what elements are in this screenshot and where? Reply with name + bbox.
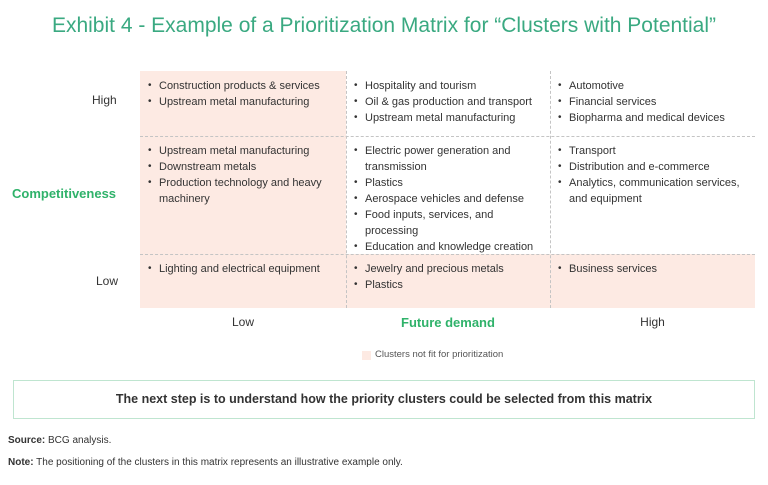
x-axis-high-label: High [640, 315, 665, 329]
cluster-item: Aerospace vehicles and defense [354, 191, 544, 207]
row-divider [140, 254, 755, 255]
matrix-cell: TransportDistribution and e-commerceAnal… [550, 136, 755, 254]
cluster-list: TransportDistribution and e-commerceAnal… [558, 143, 749, 207]
cluster-item: Education and knowledge creation [354, 239, 544, 255]
x-axis-low-label: Low [231, 315, 254, 329]
cluster-item: Upstream metal manufacturing [148, 143, 340, 159]
matrix-cell: Upstream metal manufacturingDownstream m… [140, 136, 346, 254]
callout-box: The next step is to understand how the p… [13, 380, 755, 419]
cluster-item: Oil & gas production and transport [354, 94, 544, 110]
cluster-item: Upstream metal manufacturing [354, 110, 544, 126]
note-text: The positioning of the clusters in this … [33, 457, 403, 468]
cluster-list: Construction products & servicesUpstream… [148, 78, 340, 110]
cluster-item: Distribution and e-commerce [558, 159, 749, 175]
cluster-list: Electric power generation and transmissi… [354, 143, 544, 255]
matrix-cell: Business services [550, 254, 755, 308]
cluster-item: Plastics [354, 175, 544, 191]
cluster-list: Upstream metal manufacturingDownstream m… [148, 143, 340, 207]
matrix-cell: Electric power generation and transmissi… [346, 136, 550, 255]
cluster-item: Production technology and heavy machiner… [148, 175, 340, 207]
legend-swatch [362, 351, 371, 360]
cluster-item: Jewelry and precious metals [354, 261, 544, 277]
column-divider [346, 71, 347, 308]
y-axis-high-label: High [92, 93, 117, 107]
cluster-item: Business services [558, 261, 749, 277]
cluster-item: Lighting and electrical equipment [148, 261, 340, 277]
cluster-item: Construction products & services [148, 78, 340, 94]
source-note: Source: BCG analysis. [8, 435, 111, 446]
cluster-list: Hospitality and tourismOil & gas product… [354, 78, 544, 126]
x-axis-label: Future demand [401, 315, 495, 330]
cluster-item: Plastics [354, 277, 544, 293]
y-axis-label: Competitiveness [12, 186, 117, 201]
cluster-item: Electric power generation and transmissi… [354, 143, 544, 175]
cluster-list: Business services [558, 261, 749, 277]
note-label: Note: [8, 457, 34, 468]
cluster-item: Analytics, communication services, and e… [558, 175, 749, 207]
cluster-list: AutomotiveFinancial servicesBiopharma an… [558, 78, 749, 126]
column-divider [550, 71, 551, 308]
cluster-item: Financial services [558, 94, 749, 110]
matrix-cell: Lighting and electrical equipment [140, 254, 346, 308]
y-axis-low-label: Low [96, 274, 119, 288]
legend-label: Clusters not fit for prioritization [375, 349, 504, 360]
cluster-item: Biopharma and medical devices [558, 110, 749, 126]
cluster-item: Food inputs, services, and processing [354, 207, 544, 239]
cluster-item: Upstream metal manufacturing [148, 94, 340, 110]
matrix-cell: AutomotiveFinancial servicesBiopharma an… [550, 71, 755, 136]
cluster-item: Downstream metals [148, 159, 340, 175]
exhibit-title: Exhibit 4 - Example of a Prioritization … [51, 14, 717, 37]
footnote: Note: The positioning of the clusters in… [8, 457, 403, 468]
cluster-list: Jewelry and precious metalsPlastics [354, 261, 544, 293]
source-text: BCG analysis. [45, 435, 112, 446]
source-label: Source: [8, 435, 46, 446]
cluster-item: Automotive [558, 78, 749, 94]
matrix-cell: Hospitality and tourismOil & gas product… [346, 71, 550, 136]
row-divider [140, 136, 755, 137]
cluster-item: Transport [558, 143, 749, 159]
matrix-cell: Construction products & servicesUpstream… [140, 71, 346, 136]
cluster-item: Hospitality and tourism [354, 78, 544, 94]
cluster-list: Lighting and electrical equipment [148, 261, 340, 277]
matrix-cell: Jewelry and precious metalsPlastics [346, 254, 550, 308]
